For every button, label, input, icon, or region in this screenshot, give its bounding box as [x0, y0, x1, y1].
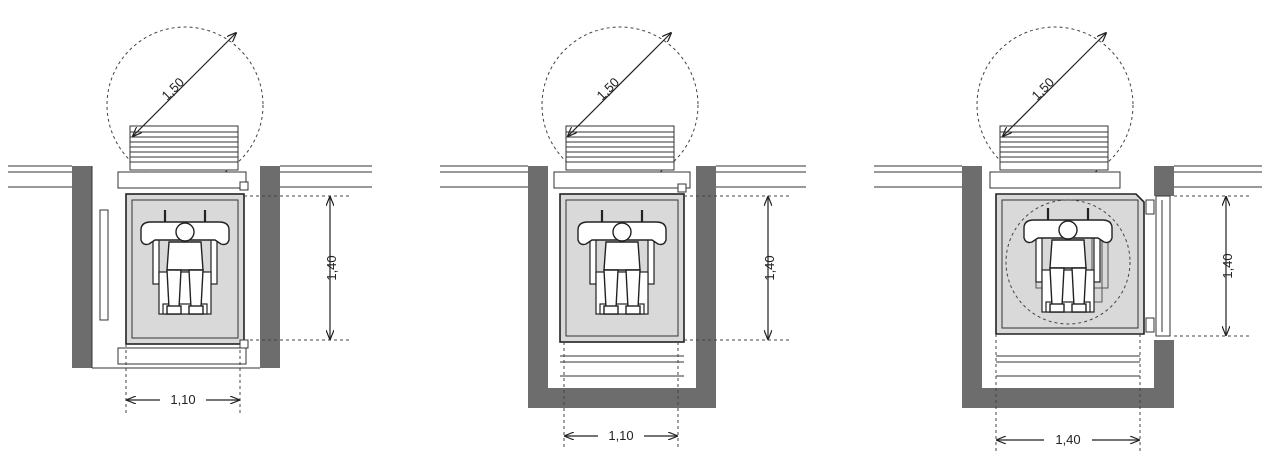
variant-1-through-loading: 1,50 1,40 1,10	[8, 26, 372, 414]
door-top	[553, 171, 691, 189]
door-side	[1155, 195, 1171, 337]
shaft-wall-right	[260, 166, 280, 368]
door-top	[989, 171, 1121, 189]
depth-label: 1,40	[1220, 253, 1235, 278]
depth-label: 1,40	[324, 255, 339, 280]
turning-circle-label: 1,50	[159, 75, 188, 104]
variant-2-single-entrance: 1,50 1,40 1,10	[440, 26, 806, 450]
width-label: 1,10	[608, 428, 633, 443]
turning-circle-label: 1,50	[1029, 75, 1058, 104]
shaft-wall	[528, 166, 716, 408]
shaft-wall-right-top	[1154, 166, 1174, 196]
width-label: 1,10	[170, 392, 195, 407]
door-bottom	[117, 347, 247, 365]
depth-label: 1,40	[762, 255, 777, 280]
shaft-wall-left	[72, 166, 92, 368]
width-label: 1,40	[1055, 432, 1080, 447]
variant-3-corner-entrance: 1,50 1,40 1,40	[874, 26, 1262, 452]
door-top	[117, 171, 247, 189]
cabin-turning-circle	[1005, 199, 1131, 325]
handrail	[99, 209, 109, 321]
turning-circle-label: 1,50	[594, 75, 623, 104]
